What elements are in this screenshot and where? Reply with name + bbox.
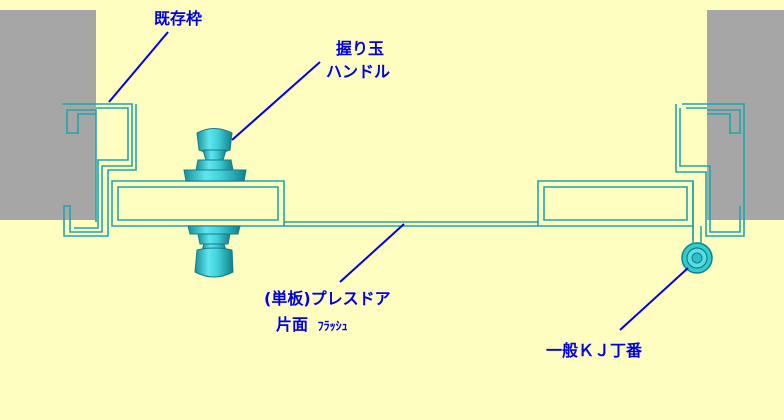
- label-door-line1: (単板)プレスドア: [264, 289, 391, 308]
- right-frame-profile: [675, 103, 745, 237]
- leader-door: [339, 223, 405, 283]
- label-handle-line1: 握り玉: [336, 39, 384, 58]
- label-existing-frame: 既存枠: [154, 9, 202, 28]
- left-frame-profile: [62, 103, 137, 237]
- label-door-line2: 片面 ﾌﾗｯｼｭ: [276, 315, 348, 334]
- right-wall: [707, 10, 784, 220]
- left-wall: [0, 10, 96, 220]
- door-knob-outer: [183, 128, 247, 182]
- leader-existing-frame: [108, 31, 169, 103]
- leader-handle: [231, 61, 321, 141]
- door-knob-inner: [187, 225, 241, 278]
- hinge-knuckle: [681, 226, 713, 274]
- leader-hinge: [619, 267, 689, 331]
- label-handle-line2: ハンドル: [326, 62, 390, 81]
- leader-lines: [108, 31, 689, 331]
- label-door-line2-main: 片面: [276, 315, 308, 334]
- label-door-line2-small: ﾌﾗｯｼｭ: [318, 319, 348, 333]
- label-hinge: 一般ＫＪ丁番: [546, 341, 643, 360]
